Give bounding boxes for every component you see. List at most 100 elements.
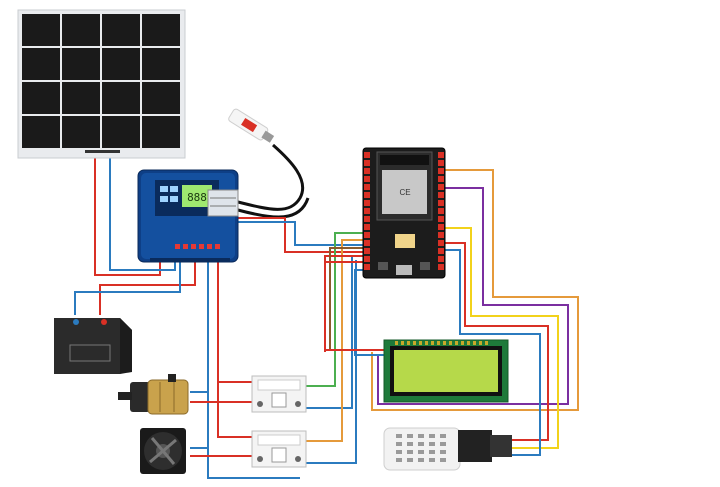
lcd-pin	[425, 341, 428, 345]
wire-relay1-blue	[300, 255, 353, 409]
wire-esp-lcd-red	[324, 261, 386, 351]
controller-terminal-block	[207, 189, 239, 217]
solar-cell	[102, 116, 140, 148]
wire-solar-blue	[109, 158, 176, 271]
relay-2	[251, 430, 307, 468]
lcd-pin	[413, 341, 416, 345]
esp32-pin	[438, 256, 444, 262]
dht-slot	[418, 442, 424, 446]
solar-cell	[62, 48, 100, 80]
esp32-pin	[438, 168, 444, 174]
usb-module	[228, 108, 275, 143]
solar-cell	[102, 82, 140, 114]
esp32-button-boot	[420, 262, 430, 270]
dht-sensor	[383, 427, 512, 471]
esp32-pin	[364, 152, 370, 158]
wire-esp-purple	[377, 187, 569, 405]
dht-pcb	[458, 430, 492, 462]
esp32-logo-text: CE	[399, 188, 410, 197]
wire-esp-red	[445, 242, 549, 441]
esp32-pins-right	[438, 152, 444, 270]
solar-cell	[142, 116, 180, 148]
dht-slot	[418, 458, 424, 462]
solar-cell	[142, 48, 180, 80]
usb-plug	[261, 130, 275, 143]
dht-slot	[396, 434, 402, 438]
wire-relay1-green	[305, 232, 363, 387]
controller-button	[199, 244, 204, 249]
solar-cell	[142, 14, 180, 46]
dht-slot	[396, 442, 402, 446]
usb-label-mark	[241, 117, 258, 133]
lcd-pin	[443, 341, 446, 345]
wire-ctrl-esp-red	[238, 217, 363, 253]
esp32-board: CE	[362, 147, 446, 279]
dht-slot	[429, 442, 435, 446]
controller-lcd-text: 888	[187, 191, 207, 204]
esp32-regulator	[395, 234, 415, 248]
controller-button	[175, 244, 180, 249]
esp32-pin	[438, 264, 444, 270]
lcd-screen	[394, 350, 498, 392]
controller-button	[183, 244, 188, 249]
solar-cell	[22, 116, 60, 148]
esp32-pin	[364, 200, 370, 206]
dht-slot	[407, 458, 413, 462]
esp32-pin	[364, 224, 370, 230]
esp32-pin	[364, 240, 370, 246]
esp32-pin	[364, 160, 370, 166]
solar-cell	[62, 82, 100, 114]
wires	[74, 143, 579, 479]
wire-usb-cable	[237, 143, 305, 211]
battery-terminal-neg	[73, 319, 79, 325]
esp32-pin	[364, 176, 370, 182]
dht-slot	[396, 450, 402, 454]
dht-header	[490, 435, 512, 457]
lcd-pin	[437, 341, 440, 345]
lcd-display	[383, 339, 509, 403]
lcd-pin	[461, 341, 464, 345]
wire-relay-brown	[329, 247, 363, 350]
wire-battery-blue	[74, 262, 181, 315]
lcd-pin	[401, 341, 404, 345]
esp32-pin	[438, 192, 444, 198]
wire-load-red	[217, 262, 260, 438]
lcd-pin	[473, 341, 476, 345]
wire-esp-orange	[371, 169, 579, 411]
esp32-pins-left	[364, 152, 370, 270]
dht-slot	[440, 442, 446, 446]
battery-body	[54, 318, 120, 374]
esp32-pin	[364, 192, 370, 198]
solar-cells	[22, 14, 180, 148]
dht-slot	[429, 434, 435, 438]
wire-solar-red	[94, 158, 161, 276]
solar-cell	[62, 116, 100, 148]
esp32-pin	[364, 208, 370, 214]
dht-slot	[418, 434, 424, 438]
esp32-pin	[438, 248, 444, 254]
wire-relay2-orange	[305, 239, 363, 442]
controller-button	[215, 244, 220, 249]
relay-1	[251, 375, 307, 413]
esp32-pin	[438, 232, 444, 238]
esp32-pin	[364, 216, 370, 222]
lcd-pin	[449, 341, 452, 345]
fan	[140, 428, 186, 474]
dht-slot	[407, 450, 413, 454]
dht-slot	[396, 458, 402, 462]
solar-cell	[102, 48, 140, 80]
esp32-pin	[364, 256, 370, 262]
controller-button	[191, 244, 196, 249]
solar-panel	[17, 9, 186, 159]
lcd-pin	[419, 341, 422, 345]
dht-grille	[396, 434, 446, 462]
controller-lcd	[182, 185, 212, 207]
wire-usb-cable-2	[237, 197, 310, 219]
dht-slot	[440, 458, 446, 462]
esp32-pin	[438, 160, 444, 166]
solar-cell	[62, 14, 100, 46]
lcd-pin	[485, 341, 488, 345]
esp32-pin	[438, 208, 444, 214]
esp32-pin	[364, 184, 370, 190]
esp32-pin	[364, 168, 370, 174]
